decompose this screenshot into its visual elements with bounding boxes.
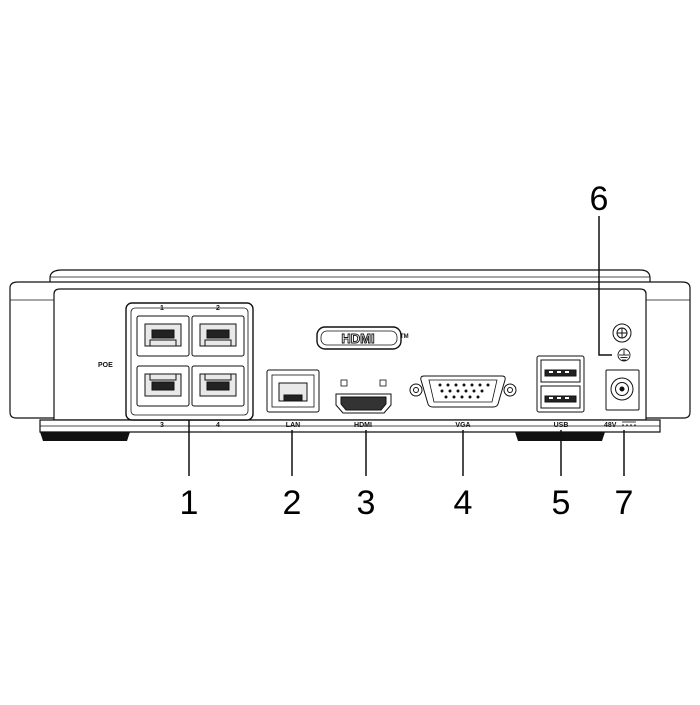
hdmi-logo-trademark: TM	[400, 334, 409, 340]
dc-symbol	[622, 421, 636, 426]
callout-number-2: 2	[283, 484, 302, 522]
poe-port-number-1: 1	[160, 305, 164, 312]
power-label: 48V	[604, 422, 617, 429]
hdmi-label: HDMI	[354, 422, 372, 429]
usb-label: USB	[554, 422, 569, 429]
callout-number-6: 6	[590, 180, 609, 218]
hdmi-logo-text: HDMI	[341, 331, 374, 346]
vga-label: VGA	[455, 422, 470, 429]
lan-label: LAN	[286, 422, 300, 429]
callout-line-6	[598, 216, 612, 356]
ground-icon	[617, 348, 631, 362]
callout-lines	[188, 216, 625, 476]
usb-port-2[interactable]	[540, 385, 581, 409]
poe-port-number-3: 3	[160, 422, 164, 429]
hdmi-port[interactable]	[335, 379, 392, 414]
poe-port-2[interactable]	[191, 315, 245, 357]
usb-ports	[536, 355, 585, 413]
hdmi-logo-plate: HDMI TM	[316, 326, 409, 350]
lan-port[interactable]	[266, 369, 320, 413]
power-input[interactable]	[605, 369, 640, 411]
feet	[40, 432, 605, 441]
poe-label: POE	[98, 362, 113, 369]
poe-port-3[interactable]	[136, 365, 190, 407]
callout-number-5: 5	[552, 484, 571, 522]
poe-port-number-2: 2	[216, 305, 220, 312]
callout-number-7: 7	[615, 484, 634, 522]
vga-port[interactable]	[409, 375, 517, 408]
poe-port-number-4: 4	[216, 422, 220, 429]
callout-number-3: 3	[357, 484, 376, 522]
callout-numbers: 1 2 3 4 5 6 7	[180, 180, 634, 522]
poe-port-1[interactable]	[136, 315, 190, 357]
poe-port-block: POE 1 2 3 4	[98, 302, 254, 429]
callout-number-4: 4	[454, 484, 473, 522]
ground-terminal[interactable]	[612, 323, 632, 343]
callout-number-1: 1	[180, 484, 199, 522]
usb-port-1[interactable]	[540, 359, 581, 383]
poe-port-4[interactable]	[191, 365, 245, 407]
